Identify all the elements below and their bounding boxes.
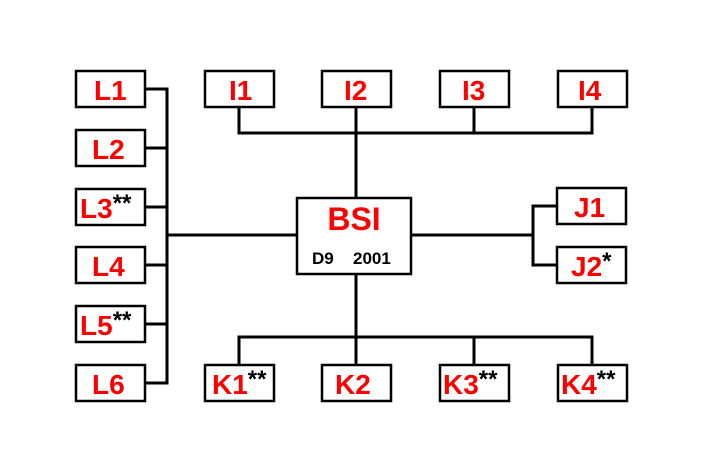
svg-text:J1: J1 (574, 192, 605, 223)
center-sub-right: 2001 (353, 249, 391, 268)
node-box (74, 304, 147, 344)
node-box (438, 69, 511, 109)
node-box (555, 245, 628, 285)
node-i3: I3 (438, 69, 511, 109)
node-l5: L5** (74, 304, 147, 344)
node-label: I1 (229, 75, 252, 106)
node-k3: K3** (438, 363, 511, 403)
node-label: I4 (578, 75, 602, 106)
node-j1: J1 (555, 186, 628, 226)
node-label: I3 (462, 75, 485, 106)
node-label: J1 (574, 192, 605, 223)
node-l4: L4 (74, 245, 147, 285)
node-l2: L2 (74, 128, 147, 168)
node-label: L3 (80, 193, 113, 224)
center-box (295, 196, 413, 276)
node-box (556, 69, 629, 109)
node-mark: * (602, 248, 612, 275)
svg-text:I2: I2 (344, 75, 367, 106)
node-mark: ** (248, 366, 267, 393)
svg-text:L6: L6 (92, 369, 125, 400)
connector-lines (143, 87, 594, 385)
svg-text:I4: I4 (578, 75, 602, 106)
svg-text:L5**: L5** (80, 307, 132, 341)
node-l1: L1 (74, 69, 147, 109)
node-label: J2 (571, 251, 602, 282)
group-j: J1 J2* (555, 186, 628, 285)
group-i: I1 I2 I3 I4 (203, 69, 629, 109)
group-l: L1 L2 L3** L4 L5** L6 (74, 69, 147, 403)
node-box (438, 363, 511, 403)
node-label: L4 (92, 251, 125, 282)
node-l3: L3** (74, 187, 147, 227)
node-i4: I4 (556, 69, 629, 109)
svg-text:I3: I3 (462, 75, 485, 106)
svg-text:L1: L1 (94, 75, 127, 106)
center-sub-left: D9 (312, 249, 334, 268)
svg-text:L3**: L3** (80, 190, 132, 224)
node-l6: L6 (74, 363, 147, 403)
node-box (74, 69, 147, 109)
node-i1: I1 (203, 69, 276, 109)
center-title: BSI (327, 201, 380, 237)
node-k2: K2 (320, 363, 393, 403)
node-box (74, 245, 147, 285)
node-box (203, 69, 276, 109)
node-mark: ** (597, 366, 616, 393)
node-mark: ** (113, 307, 132, 334)
svg-text:K1**: K1** (212, 366, 267, 400)
svg-text:J2*: J2* (571, 248, 612, 282)
node-k1: K1** (203, 363, 276, 403)
node-k4: K4** (556, 363, 629, 403)
node-box (74, 128, 147, 168)
node-i2: I2 (320, 69, 393, 109)
svg-text:L2: L2 (92, 134, 125, 165)
node-box (74, 363, 147, 403)
svg-text:K4**: K4** (561, 366, 616, 400)
node-label: K3 (443, 369, 479, 400)
node-mark: ** (113, 190, 132, 217)
node-box (203, 363, 276, 403)
svg-text:K2: K2 (335, 369, 371, 400)
node-label: I2 (344, 75, 367, 106)
node-label: K4 (561, 369, 597, 400)
svg-text:L4: L4 (92, 251, 125, 282)
node-label: L5 (80, 310, 113, 341)
node-label: K1 (212, 369, 248, 400)
node-box (74, 187, 147, 227)
svg-text:I1: I1 (229, 75, 252, 106)
node-box (556, 363, 629, 403)
node-j2: J2* (555, 245, 628, 285)
node-label: L6 (92, 369, 125, 400)
group-k: K1** K2 K3** K4** (203, 363, 629, 403)
node-label: L1 (94, 75, 127, 106)
center-node: BSI D9 2001 (295, 196, 413, 276)
node-box (320, 69, 393, 109)
node-box (320, 363, 393, 403)
svg-text:K3**: K3** (443, 366, 498, 400)
node-box (555, 186, 628, 226)
node-label: L2 (92, 134, 125, 165)
node-mark: ** (479, 366, 498, 393)
node-label: K2 (335, 369, 371, 400)
